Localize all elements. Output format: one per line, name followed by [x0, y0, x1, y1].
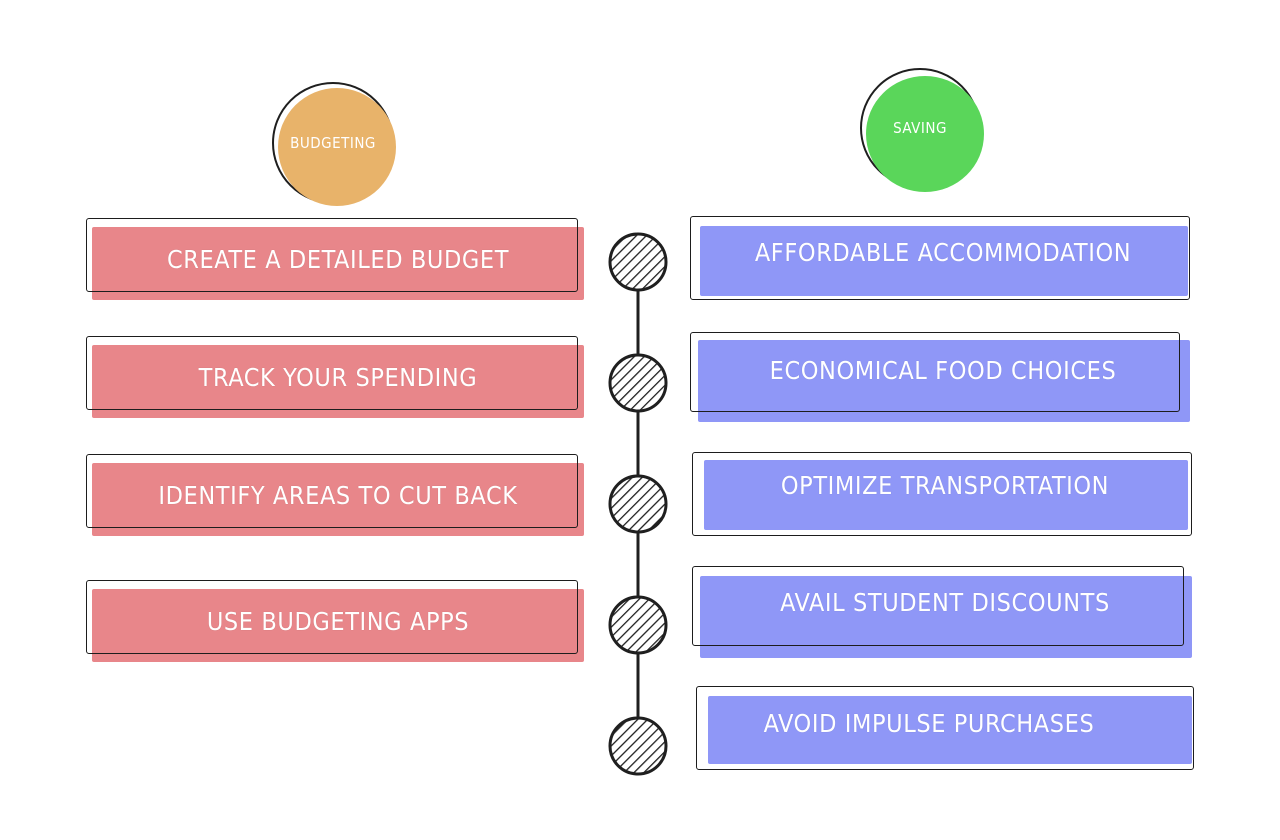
- card-outline: [692, 452, 1192, 536]
- card-fill: [700, 576, 1192, 658]
- card-outline: [696, 686, 1194, 770]
- saving-card: OPTIMIZE TRANSPORTATION: [692, 452, 1192, 536]
- saving-item-label: AFFORDABLE ACCOMMODATION: [754, 237, 1132, 267]
- card-outline: [86, 218, 578, 292]
- saving-header-label: SAVING: [893, 119, 947, 137]
- saving-item-label: AVOID IMPULSE PURCHASES: [763, 708, 1095, 738]
- saving-header-circle: SAVING: [860, 68, 984, 192]
- card-outline: [692, 566, 1184, 646]
- saving-item-label: ECONOMICAL FOOD CHOICES: [769, 355, 1117, 385]
- card-fill: [698, 340, 1190, 422]
- timeline-node: [608, 474, 668, 534]
- budgeting-card: CREATE A DETAILED BUDGET: [86, 218, 584, 300]
- timeline-node: [608, 353, 668, 413]
- saving-item-label: AVAIL STUDENT DISCOUNTS: [780, 587, 1110, 617]
- budgeting-card: USE BUDGETING APPS: [86, 580, 584, 662]
- card-fill: [708, 696, 1192, 764]
- card-fill: [704, 460, 1188, 530]
- saving-card: ECONOMICAL FOOD CHOICES: [690, 332, 1190, 424]
- budgeting-item-label: IDENTIFY AREAS TO CUT BACK: [158, 480, 518, 510]
- card-fill: [92, 345, 584, 418]
- card-fill: [92, 463, 584, 536]
- card-outline: [690, 216, 1190, 300]
- budgeting-item-label: USE BUDGETING APPS: [206, 606, 470, 636]
- saving-card: AVAIL STUDENT DISCOUNTS: [692, 566, 1192, 658]
- card-fill: [92, 227, 584, 300]
- card-fill: [92, 589, 584, 662]
- timeline-node: [608, 716, 668, 776]
- budgeting-header-circle: BUDGETING: [272, 82, 396, 206]
- timeline-node: [608, 232, 668, 292]
- budgeting-item-label: TRACK YOUR SPENDING: [198, 362, 478, 392]
- saving-item-label: OPTIMIZE TRANSPORTATION: [780, 470, 1110, 500]
- budgeting-card: IDENTIFY AREAS TO CUT BACK: [86, 454, 584, 536]
- budgeting-card: TRACK YOUR SPENDING: [86, 336, 584, 418]
- saving-card: AVOID IMPULSE PURCHASES: [696, 686, 1196, 770]
- card-fill: [700, 226, 1188, 296]
- budgeting-header-label: BUDGETING: [290, 134, 376, 152]
- saving-card: AFFORDABLE ACCOMMODATION: [690, 216, 1190, 300]
- card-outline: [86, 580, 578, 654]
- budgeting-item-label: CREATE A DETAILED BUDGET: [166, 244, 510, 274]
- card-outline: [86, 336, 578, 410]
- card-outline: [86, 454, 578, 528]
- timeline-node: [608, 595, 668, 655]
- card-outline: [690, 332, 1180, 412]
